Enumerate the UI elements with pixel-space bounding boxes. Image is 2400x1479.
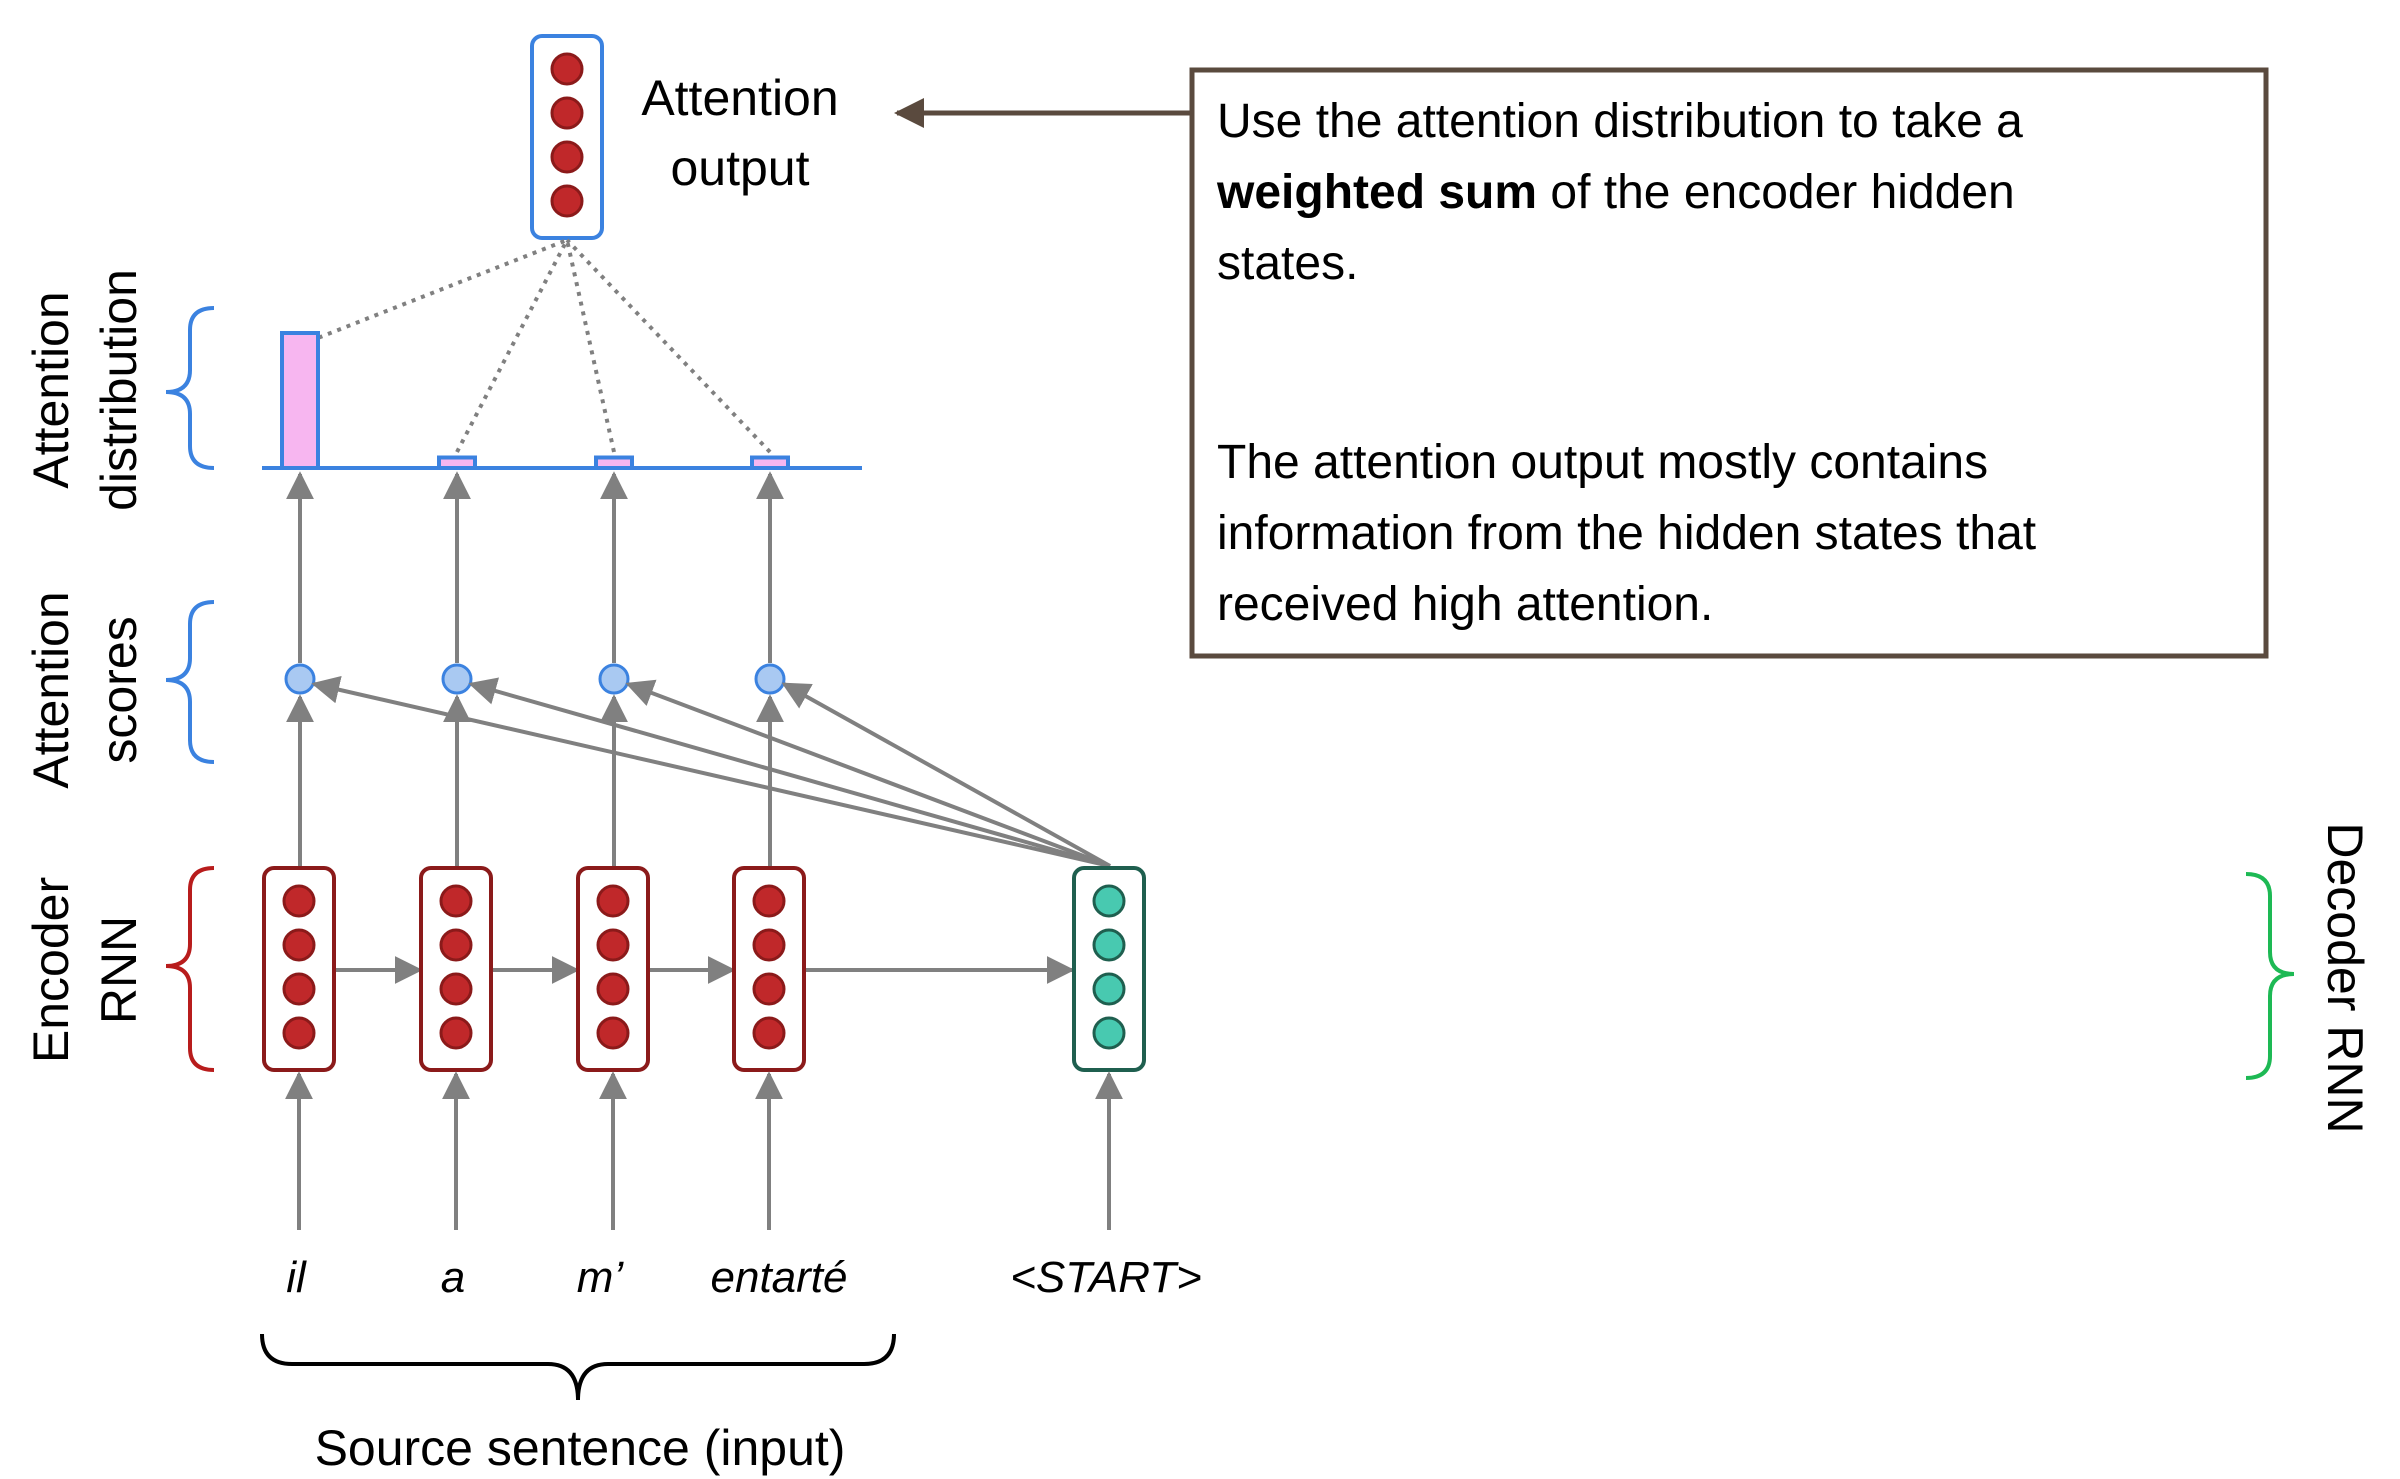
source-word-4: entarté — [711, 1253, 848, 1302]
decoder-rnn-brace — [2245, 872, 2295, 1080]
callout-box — [1189, 67, 2269, 659]
callout-bold-text: weighted sum — [1216, 166, 1537, 219]
callout-line-1: Use the attention distribution to take a — [1217, 95, 2023, 148]
callout-line-3: states. — [1217, 237, 1358, 290]
attention-output-label-1: Attention — [641, 70, 838, 126]
callout-line-2-rest: of the encoder hidden — [1537, 166, 2015, 219]
decoder-cell — [1072, 866, 1146, 1072]
attention-distribution-label-1: Attention — [23, 291, 79, 488]
attention-score-dots — [284, 663, 786, 695]
encoder-rnn-label-1: Encoder — [23, 877, 79, 1063]
score-to-distribution-arrows — [286, 471, 784, 663]
callout-line-2: weighted sum of the encoder hidden — [1216, 166, 2015, 219]
encoder-cell-2 — [419, 866, 493, 1072]
attention-distribution-brace — [165, 306, 215, 470]
encoder-cell-3 — [576, 866, 650, 1072]
attention-scores-brace — [165, 600, 215, 764]
source-word-3: m’ — [577, 1253, 625, 1302]
encoder-rnn-label-2: RNN — [91, 916, 147, 1024]
source-sentence-caption: Source sentence (input) — [315, 1420, 846, 1476]
encoder-to-score-arrows — [286, 694, 784, 866]
decoder-start-token: <START> — [1010, 1253, 1202, 1302]
encoder-rnn-brace — [165, 866, 215, 1072]
attention-distribution-bar-1 — [280, 331, 320, 470]
attention-distribution-label-2: distribution — [91, 269, 147, 511]
attention-scores-label-1: Attention — [23, 591, 79, 788]
encoder-cell-1 — [262, 866, 336, 1072]
source-word-2: a — [441, 1253, 465, 1302]
source-word-1: il — [286, 1253, 307, 1302]
source-sentence-brace — [260, 1333, 896, 1401]
attention-output-label-2: output — [670, 140, 809, 196]
attention-output-vector — [530, 34, 604, 240]
encoder-cell-4 — [732, 866, 806, 1072]
decoder-to-score-arrows — [311, 675, 1111, 868]
decoder-rnn-label: Decoder RNN — [2317, 822, 2373, 1133]
callout-line-6: received high attention. — [1217, 578, 1713, 631]
callout-line-4: The attention output mostly contains — [1217, 436, 1988, 489]
input-arrows — [285, 1071, 1123, 1230]
callout-line-5: information from the hidden states that — [1217, 507, 2036, 560]
attention-distribution-bars — [280, 331, 790, 470]
attention-scores-label-2: scores — [91, 616, 147, 763]
weighted-sum-dotted-lines — [299, 238, 772, 454]
